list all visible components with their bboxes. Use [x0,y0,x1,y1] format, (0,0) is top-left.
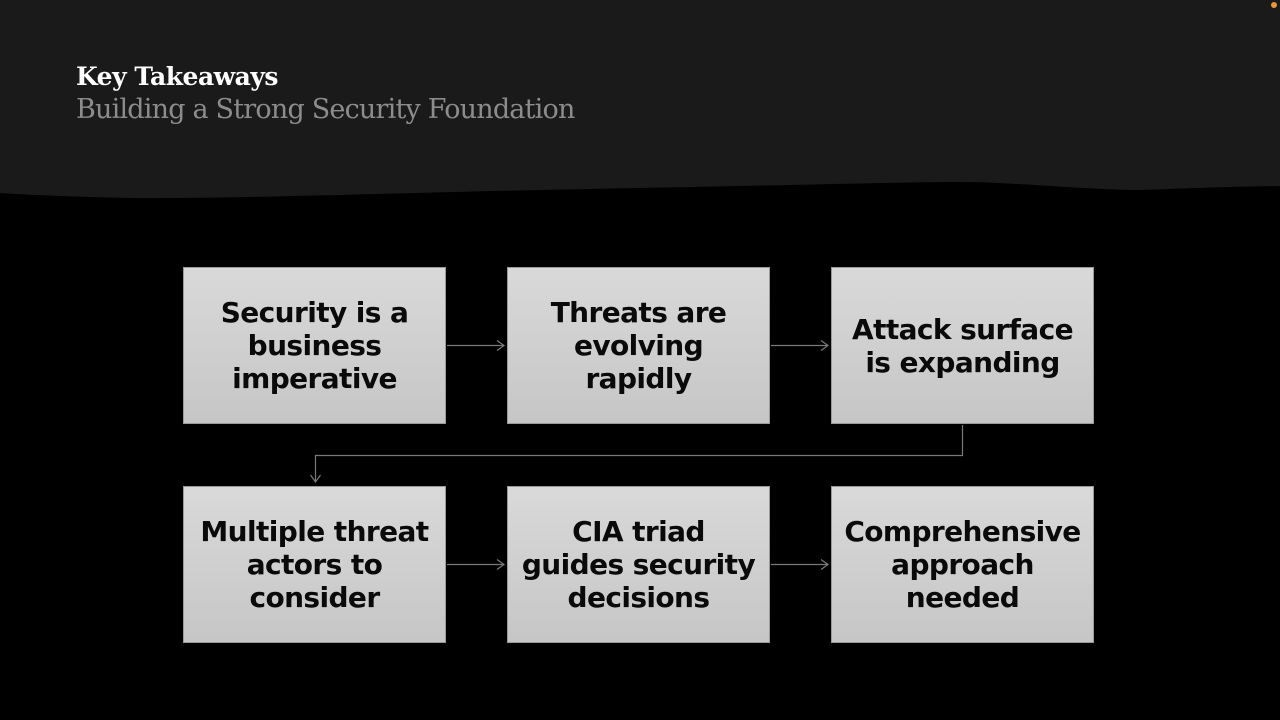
arrow-2-to-3 [771,340,830,351]
flow-step-label: CIA triad guides security decisions [521,515,756,614]
arrow-4-to-5 [447,559,506,570]
flow-step-label: Comprehensive approach needed [844,515,1081,614]
flow-step-2: Threats are evolving rapidly [507,267,770,424]
flow-step-6: Comprehensive approach needed [831,486,1094,643]
header-wave-shape [0,0,1280,199]
arrow-1-to-2 [447,340,506,351]
arrow-3-to-4 [310,425,964,484]
indicator-dot-icon [1271,2,1277,8]
flow-step-label: Attack surface is expanding [852,312,1074,379]
header-band [0,0,1280,200]
flow-step-label: Threats are evolving rapidly [550,296,727,395]
flow-step-3: Attack surface is expanding [831,267,1094,424]
slide-title: Key Takeaways [76,62,278,91]
flow-step-4: Multiple threat actors to consider [183,486,446,643]
flow-step-label: Multiple threat actors to consider [200,515,429,614]
flow-step-1: Security is a business imperative [183,267,446,424]
flow-step-label: Security is a business imperative [220,296,409,395]
flow-step-5: CIA triad guides security decisions [507,486,770,643]
slide-subtitle: Building a Strong Security Foundation [76,94,575,125]
arrow-5-to-6 [771,559,830,570]
